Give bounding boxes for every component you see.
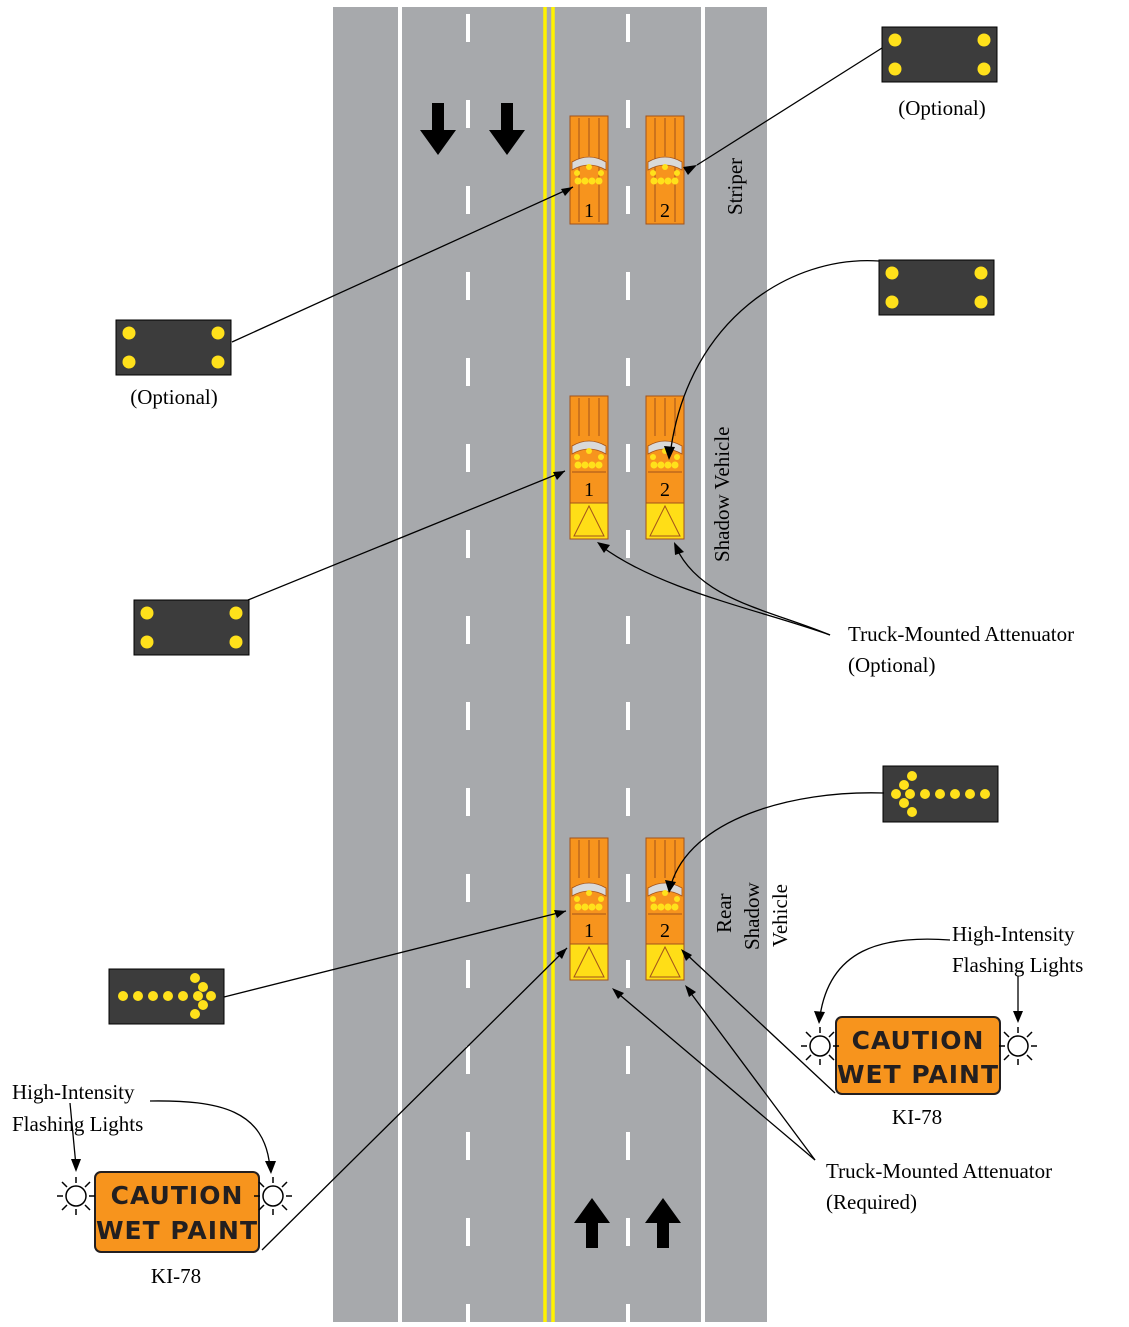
arrow-board-caution-icon xyxy=(881,26,998,83)
leader-line xyxy=(675,546,831,636)
leader-arrowhead xyxy=(681,949,692,961)
leader-arrowhead xyxy=(683,165,697,175)
vehicle-number: 1 xyxy=(584,920,594,942)
tma-icon xyxy=(569,502,609,540)
tma-icon xyxy=(645,943,685,981)
sign-line-1: CAUTION xyxy=(111,1181,244,1210)
leader-arrowhead xyxy=(556,948,567,959)
sign-line-2: WET PAINT xyxy=(96,1216,258,1245)
leader-arrowhead xyxy=(685,985,696,997)
tma-optional-label: (Optional) xyxy=(848,653,935,677)
leader-arrowhead xyxy=(561,187,573,196)
leader-line xyxy=(670,792,885,886)
leader-arrowhead xyxy=(674,542,684,555)
tma-icon xyxy=(645,502,685,540)
leader-arrowhead xyxy=(265,1161,276,1174)
arrow-up-icon xyxy=(574,1198,610,1248)
flashing-light-icon xyxy=(800,1026,840,1066)
vehicle-number: 2 xyxy=(660,920,670,942)
high-intensity-label-left: High-Intensity xyxy=(12,1080,135,1104)
leader-line xyxy=(261,947,568,1251)
leader-line xyxy=(231,186,574,343)
leader-arrowhead xyxy=(1013,1011,1023,1023)
flashing-lights-label-right: Flashing Lights xyxy=(952,953,1083,977)
flashing-light-icon xyxy=(998,1026,1038,1066)
flashing-light-icon xyxy=(56,1176,96,1216)
arrow-board-caution-icon xyxy=(115,319,232,376)
leader-line xyxy=(696,47,883,166)
sign-line-1: CAUTION xyxy=(852,1026,985,1055)
arrow-up-icon xyxy=(645,1198,681,1248)
shadow-label: Shadow xyxy=(740,882,764,951)
leader-arrowhead xyxy=(612,988,624,999)
tma-label-lower: Truck-Mounted Attenuator xyxy=(826,1159,1052,1183)
leader-arrowhead xyxy=(814,1011,825,1024)
leader-line xyxy=(819,938,951,1017)
leader-line xyxy=(247,470,566,601)
vehicle-number: 1 xyxy=(584,200,594,222)
arrow-board-caution-icon xyxy=(878,259,995,316)
leader-arrowhead xyxy=(665,880,676,893)
leader-line xyxy=(69,1102,77,1167)
arrow-down-icon xyxy=(420,103,456,155)
arrow-board-arrow-icon xyxy=(882,765,999,823)
leader-lines xyxy=(69,47,1023,1251)
sign-code-right: KI-78 xyxy=(892,1105,942,1129)
vehicle-label: Vehicle xyxy=(768,884,792,947)
flashing-lights-label-left: Flashing Lights xyxy=(12,1112,143,1136)
flashing-light-icon xyxy=(253,1176,293,1216)
sign-code-left: KI-78 xyxy=(151,1264,201,1288)
leader-arrowhead xyxy=(597,542,610,553)
tma-label-upper: Truck-Mounted Attenuator xyxy=(848,622,1074,646)
leader-line xyxy=(613,989,816,1161)
leader-arrowhead xyxy=(71,1159,81,1172)
roadway xyxy=(333,7,767,1322)
sign-line-2: WET PAINT xyxy=(837,1060,999,1089)
arrow-down-icon xyxy=(489,103,525,155)
caution-wet-paint-sign-right: CAUTION WET PAINT xyxy=(835,1016,1001,1095)
vehicle-number: 2 xyxy=(660,479,670,501)
leader-arrowhead xyxy=(553,471,565,480)
leader-line xyxy=(149,1100,271,1169)
road-surface xyxy=(333,7,767,1322)
arrow-board-caution-icon xyxy=(133,599,250,656)
caution-wet-paint-sign-left: CAUTION WET PAINT xyxy=(94,1171,260,1253)
leader-arrowhead xyxy=(554,910,566,918)
tma-required-label: (Required) xyxy=(826,1190,917,1214)
leader-arrowhead xyxy=(664,446,675,460)
leader-line xyxy=(223,910,567,998)
tma-icon xyxy=(569,943,609,981)
vehicle-number: 1 xyxy=(584,479,594,501)
optional-label-top: (Optional) xyxy=(898,96,985,120)
rear-label: Rear xyxy=(712,893,736,933)
striper-label: Striper xyxy=(723,158,747,215)
high-intensity-label-right: High-Intensity xyxy=(952,922,1075,946)
leader-line xyxy=(682,950,836,1094)
leader-line xyxy=(670,259,880,449)
vehicle-number: 2 xyxy=(660,200,670,222)
leader-line xyxy=(600,545,831,636)
arrow-board-arrow-icon xyxy=(108,968,225,1025)
leader-line xyxy=(686,987,816,1161)
optional-label-left: (Optional) xyxy=(130,385,217,409)
shadow-vehicle-label: Shadow Vehicle xyxy=(710,426,734,562)
